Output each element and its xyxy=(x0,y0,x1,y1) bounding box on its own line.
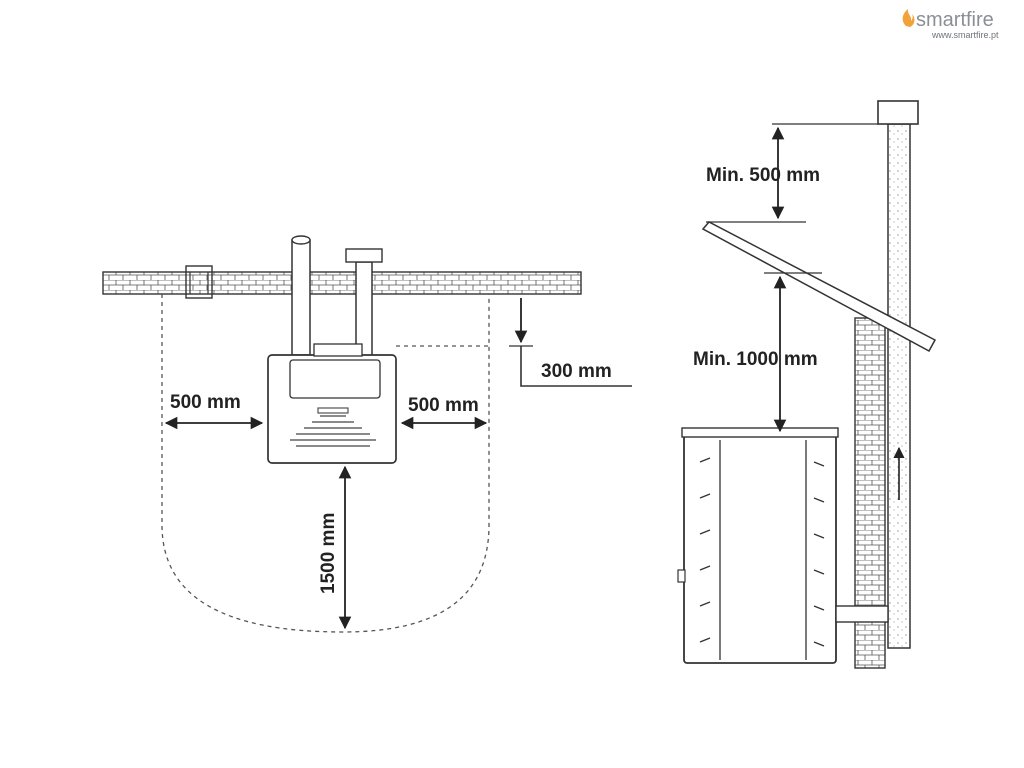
clearance-zone-outline xyxy=(161,294,490,633)
left-clearance-label: 500 mm xyxy=(170,392,241,413)
top-view: 500 mm 500 mm 300 mm 1500 mm xyxy=(102,235,632,633)
front-clearance-label: 1500 mm xyxy=(318,513,339,594)
brand-url: www.smartfire.pt xyxy=(931,30,999,40)
rear-clearance-label: 300 mm xyxy=(541,361,612,382)
roof xyxy=(701,221,937,353)
roof-clearance-label: Min. 1000 mm xyxy=(693,349,818,370)
rear-wall xyxy=(102,271,582,295)
air-intake-pipe xyxy=(355,261,373,357)
connecting-flue xyxy=(835,605,889,623)
right-clearance-label: 500 mm xyxy=(408,395,479,416)
flame-icon xyxy=(902,9,915,27)
chimney-height-label: Min. 500 mm xyxy=(706,165,820,186)
flue-pipe xyxy=(291,239,311,356)
brand-name: smartfire xyxy=(916,9,994,31)
wall-bracket xyxy=(185,265,213,299)
stove-side-view xyxy=(683,434,837,664)
side-view: Min. 500 mm Min. 1000 mm xyxy=(677,100,937,669)
chimney-cap xyxy=(877,100,919,125)
brand-logo: smartfire www.smartfire.pt xyxy=(902,9,999,40)
chimney xyxy=(887,123,911,649)
